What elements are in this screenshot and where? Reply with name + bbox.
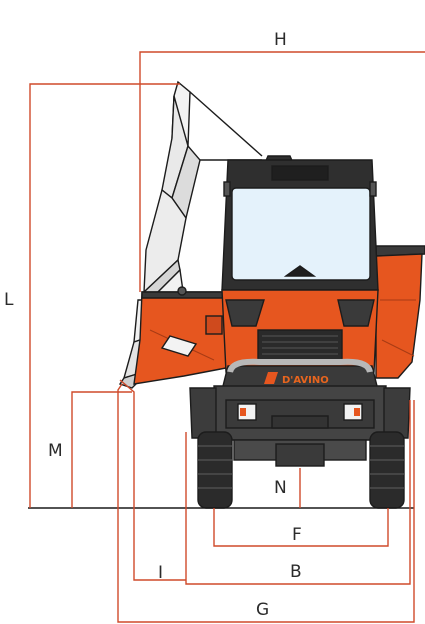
- label-g: G: [256, 600, 269, 620]
- dim-line-m: [71, 391, 132, 508]
- dim-line-h: [139, 51, 425, 292]
- label-l: L: [4, 290, 14, 310]
- dim-line-g: [117, 383, 415, 623]
- windshield: [231, 187, 371, 281]
- label-i: I: [158, 563, 163, 583]
- dimension-labels: H L M N F B I G: [4, 30, 302, 620]
- label-m: M: [48, 441, 63, 461]
- wheel-left: [197, 431, 233, 509]
- right-skip: [375, 245, 425, 379]
- cab: [221, 155, 379, 291]
- dim-line-f: [213, 508, 389, 547]
- dim-line-l: [29, 83, 180, 508]
- dim-line-b: [185, 400, 411, 585]
- wheel-right: [369, 431, 405, 509]
- brand-logo: D'AVINO: [264, 372, 329, 386]
- label-h: H: [274, 30, 287, 50]
- label-f: F: [292, 525, 302, 545]
- dimension-lines: [29, 51, 425, 623]
- dim-line-i: [119, 379, 186, 581]
- label-n: N: [274, 478, 287, 498]
- dumper-vehicle: D'AVINO: [118, 80, 425, 509]
- radiator-grille: [257, 329, 343, 361]
- label-b: B: [290, 562, 302, 582]
- brand-text: D'AVINO: [282, 375, 329, 386]
